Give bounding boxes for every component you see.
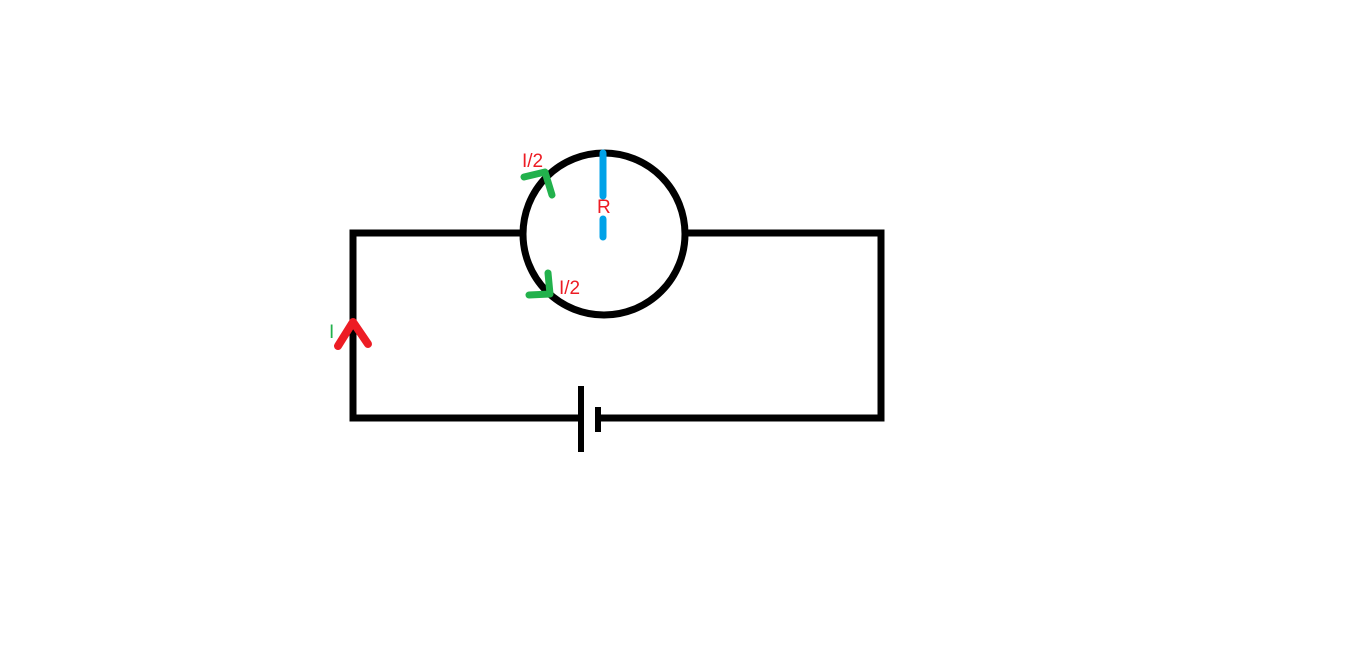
total-current-arrow [334, 318, 372, 350]
label-branch-current-bottom: I/2 [559, 278, 580, 299]
wire-left-branch [349, 229, 578, 422]
branch-current-arrow-top [520, 168, 556, 199]
wire-right-branch [600, 229, 885, 422]
label-total-current: I [329, 322, 334, 343]
label-branch-current-top: I/2 [522, 151, 543, 172]
branch-current-arrow-bottom [525, 269, 554, 299]
label-radius: R [597, 197, 611, 218]
